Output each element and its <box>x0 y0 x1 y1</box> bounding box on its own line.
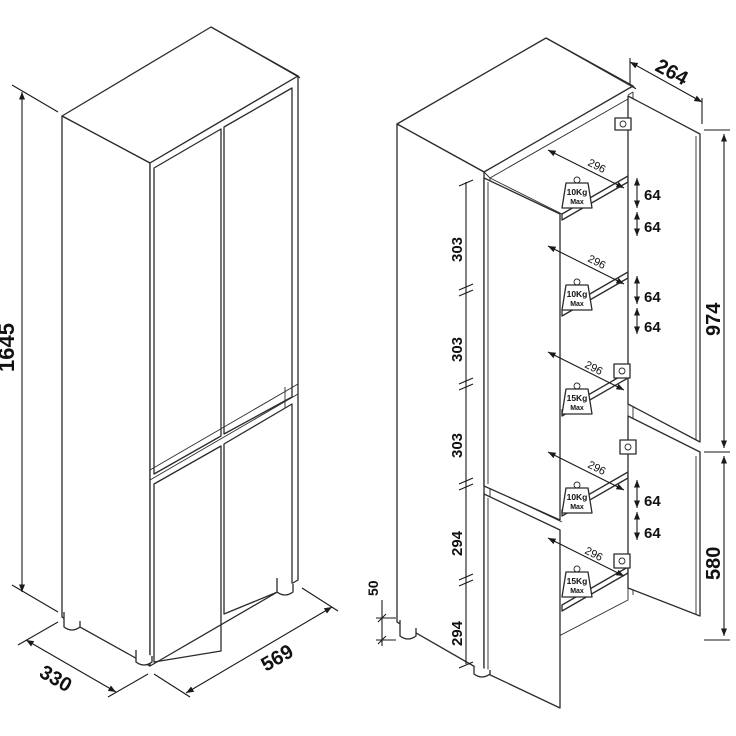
weight-load: 15Kg <box>567 576 588 586</box>
weight-max: Max <box>570 504 584 511</box>
weight-max: Max <box>570 405 584 412</box>
right-lower-door-right <box>627 415 701 617</box>
shelf-spacing-3: 303 <box>449 433 466 458</box>
right-upper-door-right <box>627 95 701 443</box>
shelf-depth-4: 296 <box>586 459 608 478</box>
weight-max: Max <box>570 301 584 308</box>
right-depth: 264 <box>652 55 693 91</box>
shelf-depth-2: 296 <box>586 253 608 272</box>
weight-max: Max <box>570 199 584 206</box>
adjust-step-2: 64 <box>644 219 661 236</box>
shelf-depth-dimensions: 296 296 296 296 296 <box>547 149 625 577</box>
shelf-spacing-5: 294 <box>449 620 466 646</box>
hinge-icon <box>619 439 637 455</box>
left-cabinet-side <box>61 115 151 667</box>
shelf-spacing-4: 294 <box>449 530 466 556</box>
shelf-depth-3: 296 <box>583 359 605 378</box>
shelf-spacing-2: 303 <box>449 337 466 362</box>
weight-load: 10Kg <box>567 492 588 502</box>
weight-tags: 10Kg Max 10Kg Max 15Kg Max 10Kg Max 15Kg… <box>561 176 593 598</box>
leg-height: 50 <box>365 580 381 596</box>
adjust-step-3: 64 <box>644 289 661 306</box>
left-leg-2 <box>135 650 153 666</box>
left-leg-3 <box>276 578 294 596</box>
weight-tag-icon: 15Kg Max <box>561 382 593 415</box>
section-height-dimensions: 974 580 <box>703 129 730 641</box>
hinge-icon <box>613 363 631 379</box>
weight-load: 15Kg <box>567 393 588 403</box>
right-upper-door-left <box>483 177 561 521</box>
left-cabinet <box>61 26 301 667</box>
adjust-step-4: 64 <box>644 319 661 336</box>
shelf-depth-5: 296 <box>583 545 605 564</box>
right-cabinet-side <box>396 123 485 673</box>
adjust-step-dimensions: 64 64 64 64 64 64 <box>633 178 661 542</box>
left-upper-door-left <box>153 128 222 475</box>
weight-tag-icon: 10Kg Max <box>561 481 593 514</box>
upper-section-height: 974 <box>703 302 725 336</box>
hinge-icon <box>613 553 631 569</box>
right-leg-1 <box>399 620 417 640</box>
left-leg-1 <box>63 612 81 631</box>
adjust-step-1: 64 <box>644 187 661 204</box>
weight-load: 10Kg <box>567 289 588 299</box>
hinge-icon <box>614 117 632 131</box>
weight-tag-icon: 15Kg Max <box>561 565 593 598</box>
shelf-depth-1: 296 <box>586 157 608 176</box>
adjust-step-6: 64 <box>644 525 661 542</box>
shelf-spacing-1: 303 <box>449 237 466 262</box>
weight-max: Max <box>570 588 584 595</box>
right-leg-2 <box>473 666 491 678</box>
adjust-step-5: 64 <box>644 493 661 510</box>
weight-tag-icon: 10Kg Max <box>561 278 593 311</box>
dim-depth: 330 <box>36 661 76 697</box>
weight-load: 10Kg <box>567 187 588 197</box>
leg-height-dimension: 50 <box>365 580 396 646</box>
lower-section-height: 580 <box>703 547 725 580</box>
shelf-spacing-dimensions: 303 303 303 294 294 <box>449 179 474 669</box>
right-cabinet <box>396 37 701 709</box>
dim-width: 569 <box>258 641 298 677</box>
right-lower-door-left <box>483 493 561 709</box>
dim-height: 1645 <box>0 323 19 372</box>
weight-tag-icon: 10Kg Max <box>561 176 593 209</box>
